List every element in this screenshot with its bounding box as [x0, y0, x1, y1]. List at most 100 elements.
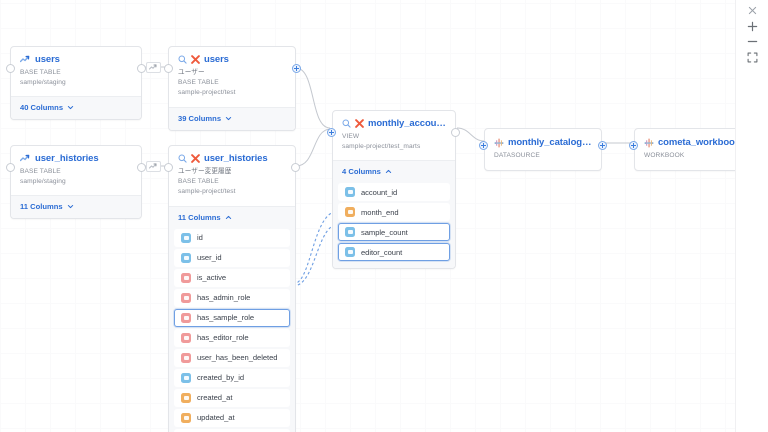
column-row[interactable]: user_confirmed_at [174, 428, 290, 432]
lineage-arrow-icon [20, 55, 31, 64]
lineage-arrow-icon [20, 154, 31, 163]
chevron-up-icon [385, 170, 391, 174]
node-header: user_histories ユーザー変更履歴 BASE TABLE sampl… [169, 146, 295, 206]
column-type-int-icon [345, 247, 355, 258]
column-row[interactable]: has_editor_role [174, 328, 290, 347]
zoom-controls-rail [735, 0, 768, 432]
column-type-int-icon [181, 372, 191, 383]
chevron-down-icon [67, 205, 73, 209]
dbt-icon [355, 119, 364, 128]
node-title: users [204, 54, 229, 65]
node-header: monthly_catalog_ac... DATASOURCE [485, 129, 601, 170]
column-name: has_admin_role [197, 293, 251, 303]
node-header: monthly_account_u... VIEW sample-project… [333, 111, 455, 160]
column-row-selected[interactable]: has_sample_role [174, 308, 290, 327]
search-icon[interactable] [342, 119, 351, 128]
close-icon[interactable] [744, 2, 761, 19]
column-name: has_sample_role [197, 313, 255, 323]
columns-toggle[interactable]: 11 Columns [11, 195, 141, 219]
column-row[interactable]: updated_at [174, 408, 290, 427]
tableau-icon [644, 138, 654, 148]
column-type-bool-icon [181, 292, 191, 303]
expand-upstream-button[interactable] [479, 141, 488, 150]
columns-toggle[interactable]: 39 Columns [169, 106, 295, 130]
tableau-icon [494, 138, 504, 148]
node-title: monthly_catalog_ac... [508, 137, 592, 148]
column-row[interactable]: created_at [174, 388, 290, 407]
columns-toggle[interactable]: 40 Columns [11, 96, 141, 120]
node-type: WORKBOOK [644, 152, 685, 159]
node-output-port[interactable] [451, 128, 460, 137]
node-header: user_histories BASE TABLE sample/staging [11, 146, 141, 195]
column-name: created_by_id [197, 373, 245, 383]
node-output-port[interactable] [137, 64, 146, 73]
node-output-port[interactable] [291, 163, 300, 172]
column-row[interactable]: month_end [338, 203, 450, 222]
node-users-model[interactable]: users ユーザー BASE TABLE sample-project/tes… [164, 46, 301, 131]
column-row[interactable]: user_has_been_deleted [174, 348, 290, 367]
node-user-histories-model[interactable]: user_histories ユーザー変更履歴 BASE TABLE sampl… [164, 145, 300, 432]
node-type: BASE TABLE [178, 178, 219, 186]
node-users-source[interactable]: users BASE TABLE sample/staging 40 Colum… [6, 46, 146, 121]
node-path: sample-project/test [178, 89, 236, 97]
column-type-bool-icon [181, 312, 191, 323]
node-description-jp: ユーザー変更履歴 [178, 168, 232, 175]
column-row[interactable]: account_id [338, 183, 450, 202]
node-title: users [35, 54, 60, 65]
expand-downstream-button[interactable] [598, 141, 607, 150]
dbt-icon [191, 55, 200, 64]
expand-upstream-button[interactable] [629, 141, 638, 150]
column-row[interactable]: user_id [174, 248, 290, 267]
node-header: users BASE TABLE sample/staging [11, 47, 141, 96]
search-icon[interactable] [178, 154, 187, 163]
node-type: DATASOURCE [494, 152, 540, 159]
node-input-port[interactable] [164, 163, 173, 172]
search-icon[interactable] [178, 55, 187, 64]
edge-badge-user-histories[interactable] [146, 161, 161, 172]
columns-toggle[interactable]: 11 Columns [169, 205, 295, 229]
column-row[interactable]: created_by_id [174, 368, 290, 387]
node-monthly-catalog-datasource[interactable]: monthly_catalog_ac... DATASOURCE [479, 128, 607, 172]
column-type-bool-icon [181, 272, 191, 283]
column-name: month_end [361, 207, 399, 217]
node-description-jp: ユーザー [178, 69, 205, 76]
column-row[interactable]: id [174, 228, 290, 247]
node-input-port[interactable] [164, 64, 173, 73]
node-title: user_histories [204, 153, 268, 164]
node-input-port[interactable] [6, 163, 15, 172]
expand-upstream-button[interactable] [292, 64, 301, 73]
column-name: sample_count [361, 227, 408, 237]
node-title: cometa_workbook [658, 137, 740, 148]
fit-screen-icon[interactable] [744, 49, 761, 66]
column-name: id [197, 233, 203, 243]
column-row[interactable]: has_admin_role [174, 288, 290, 307]
node-type: BASE TABLE [20, 69, 61, 76]
node-path: sample/staging [20, 178, 66, 186]
edge-badge-users[interactable] [146, 62, 161, 73]
column-name: account_id [361, 187, 398, 197]
column-row[interactable]: is_active [174, 268, 290, 287]
column-list: id user_id is_active has_admin_role has_… [169, 228, 295, 432]
columns-count-label: 11 Columns [20, 202, 63, 212]
node-monthly-account-view[interactable]: monthly_account_u... VIEW sample-project… [327, 110, 460, 270]
chevron-down-icon [225, 116, 232, 120]
column-type-timestamp-icon [181, 412, 191, 423]
node-header: users ユーザー BASE TABLE sample-project/tes… [169, 47, 295, 107]
column-name: is_active [197, 273, 227, 283]
zoom-in-icon[interactable] [744, 18, 761, 35]
column-name: updated_at [197, 413, 235, 423]
chevron-down-icon [67, 106, 74, 110]
zoom-out-icon[interactable] [744, 33, 761, 50]
columns-toggle[interactable]: 4 Columns [333, 160, 455, 184]
columns-count-label: 11 Columns [178, 212, 221, 222]
column-name: created_at [197, 393, 233, 403]
chevron-up-icon [225, 215, 231, 219]
node-output-port[interactable] [137, 163, 146, 172]
column-row-selected[interactable]: sample_count [338, 223, 450, 242]
column-row-selected[interactable]: editor_count [338, 243, 450, 262]
node-input-port[interactable] [6, 64, 15, 73]
node-user-histories-source[interactable]: user_histories BASE TABLE sample/staging… [6, 145, 146, 220]
node-type: BASE TABLE [178, 79, 219, 87]
expand-upstream-button[interactable] [327, 128, 336, 137]
